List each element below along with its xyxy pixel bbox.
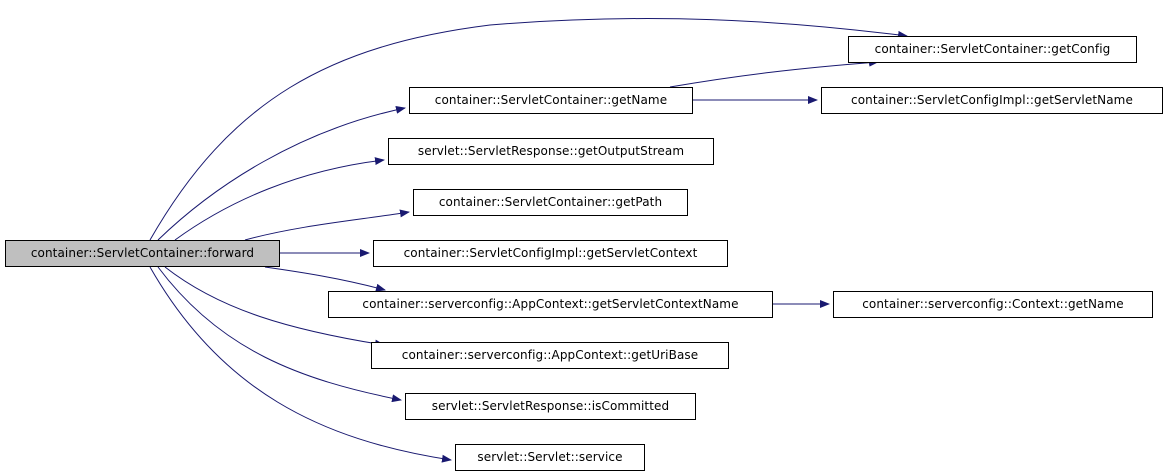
node-isCommitted-label: servlet::ServletResponse::isCommitted [431,399,670,413]
node-context-getName[interactable]: container::serverconfig::Context::getNam… [833,291,1153,318]
edge-forward-getOutputStream [174,157,385,241]
node-getServletContext[interactable]: container::ServletConfigImpl::getServlet… [373,240,728,267]
node-getPath[interactable]: container::ServletContainer::getPath [413,189,688,216]
node-service-label: servlet::Servlet::service [477,450,623,464]
node-getName-label: container::ServletContainer::getName [434,93,668,107]
node-getName[interactable]: container::ServletContainer::getName [409,87,693,114]
node-getOutputStream-label: servlet::ServletResponse::getOutputStrea… [417,144,685,158]
edge-forward-service [149,266,452,463]
node-context-getName-label: container::serverconfig::Context::getNam… [862,297,1124,311]
edge-forward-getServletContextName [264,266,386,292]
node-service[interactable]: servlet::Servlet::service [455,444,645,471]
node-getServletName-label: container::ServletConfigImpl::getServlet… [851,93,1133,107]
node-forward[interactable]: container::ServletContainer::forward [5,240,280,267]
node-getServletContextName[interactable]: container::serverconfig::AppContext::get… [328,291,773,318]
edge-forward-getUriBase [164,266,385,348]
edge-forward-getPath [244,209,410,241]
edge-forward-getName [157,105,406,241]
node-getServletName[interactable]: container::ServletConfigImpl::getServlet… [821,87,1163,114]
edge-getName-getConfig [669,58,879,88]
node-getPath-label: container::ServletContainer::getPath [438,195,663,209]
node-isCommitted[interactable]: servlet::ServletResponse::isCommitted [405,393,696,420]
node-getUriBase[interactable]: container::serverconfig::AppContext::get… [371,342,729,369]
node-getConfig[interactable]: container::ServletContainer::getConfig [848,36,1137,63]
node-forward-label: container::ServletContainer::forward [30,246,255,260]
node-getOutputStream[interactable]: servlet::ServletResponse::getOutputStrea… [388,138,714,165]
node-getConfig-label: container::ServletContainer::getConfig [874,42,1111,56]
node-getServletContext-label: container::ServletConfigImpl::getServlet… [403,246,698,260]
edge-forward-getConfig [149,18,908,241]
node-getServletContextName-label: container::serverconfig::AppContext::get… [362,297,739,311]
node-getUriBase-label: container::serverconfig::AppContext::get… [401,348,699,362]
edge-forward-isCommitted [157,266,402,403]
